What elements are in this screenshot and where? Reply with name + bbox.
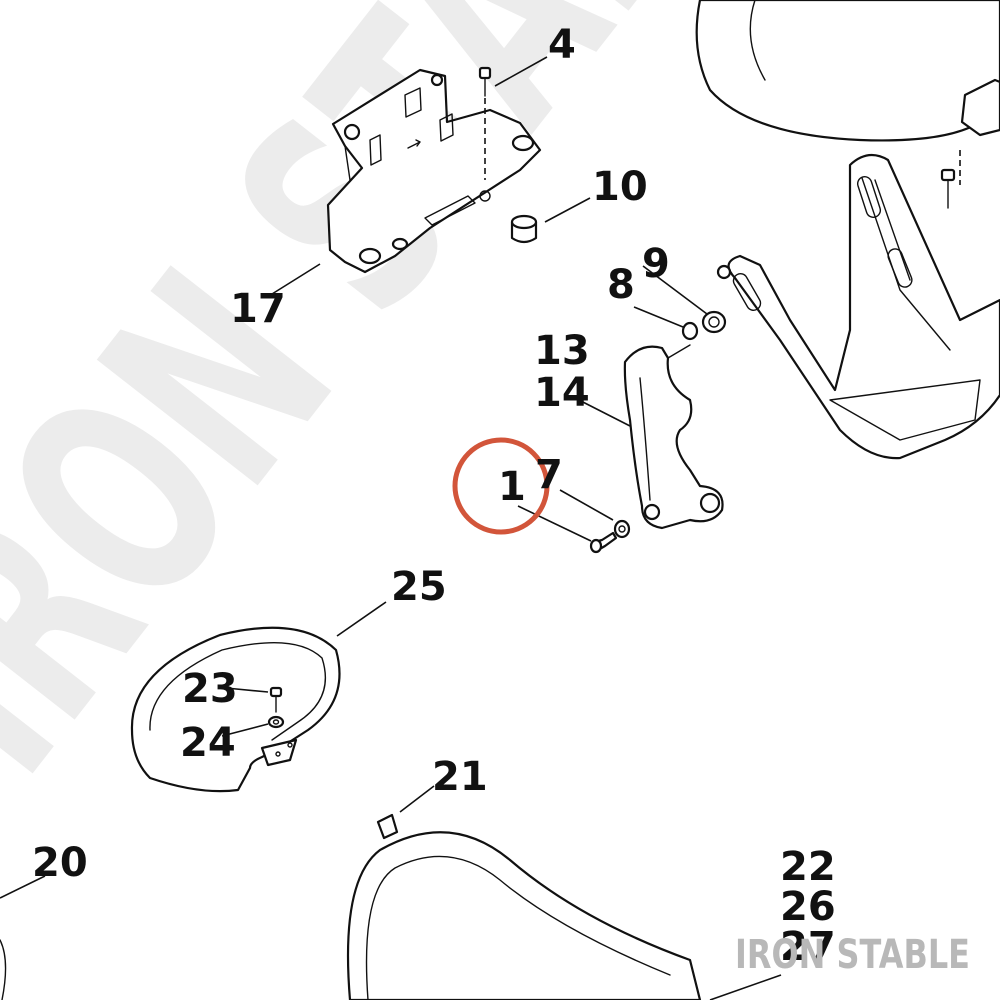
part-1-bolt xyxy=(589,531,618,554)
part-23-screw xyxy=(269,686,283,713)
part-25-strap xyxy=(130,626,341,793)
callout-8: 8 xyxy=(607,262,635,308)
part-10-spacer xyxy=(510,214,538,244)
callout-1: 1 xyxy=(498,464,526,510)
highlight-circle xyxy=(452,437,550,535)
callout-9: 9 xyxy=(642,241,670,287)
callout-27: 27 xyxy=(780,924,836,970)
leader-lines xyxy=(0,56,782,1000)
callout-22: 22 xyxy=(780,844,836,890)
callout-23: 23 xyxy=(182,666,238,712)
part-8-washer xyxy=(681,321,699,341)
callout-26: 26 xyxy=(780,884,836,930)
credit-watermark: IRON STABLE xyxy=(735,932,970,978)
callout-24: 24 xyxy=(180,720,236,766)
callout-17: 17 xyxy=(230,286,286,332)
callout-13: 13 xyxy=(534,328,590,374)
callout-10: 10 xyxy=(592,164,648,210)
callout-labels: 4 10 17 9 8 13 14 1 7 25 23 24 21 20 22 … xyxy=(32,22,836,970)
seat-lower xyxy=(346,813,702,1000)
callout-7: 7 xyxy=(535,452,563,498)
part-24-washer xyxy=(267,715,285,729)
backrest-frame xyxy=(716,153,1000,460)
seat-upper-right xyxy=(695,0,1000,209)
callout-20: 20 xyxy=(32,840,88,886)
part-17-bracket xyxy=(326,68,542,274)
part-7-washer xyxy=(613,519,631,539)
part-4-screw xyxy=(478,66,492,180)
callout-4: 4 xyxy=(548,22,576,68)
callout-14: 14 xyxy=(534,370,590,416)
part-20-fragment xyxy=(0,939,7,1000)
part-9-bushing xyxy=(701,310,727,334)
part-13-14-side-bracket xyxy=(623,344,724,530)
callout-21: 21 xyxy=(432,754,488,800)
callout-25: 25 xyxy=(391,564,447,610)
